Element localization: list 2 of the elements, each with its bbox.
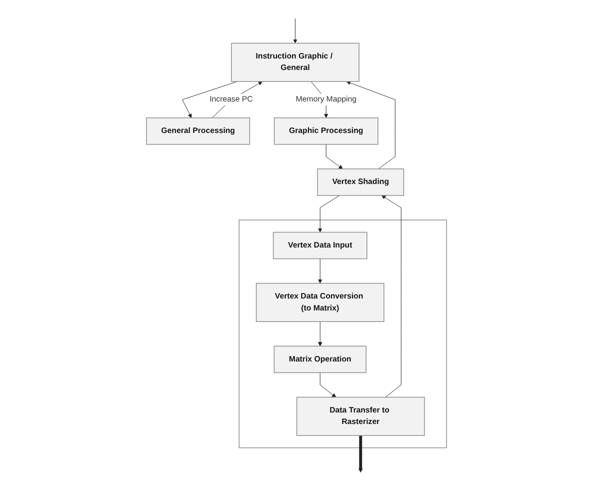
arrow	[358, 436, 363, 473]
cluster	[238, 220, 447, 448]
